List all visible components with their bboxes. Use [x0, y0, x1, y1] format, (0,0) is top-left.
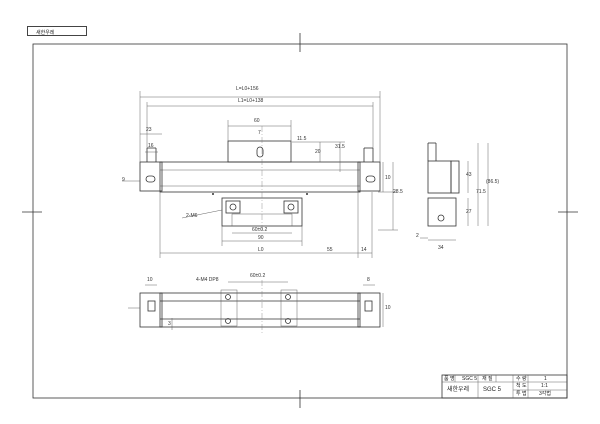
dim-23: 23 — [146, 127, 152, 133]
dim-10: 10 — [385, 175, 391, 181]
tb-qty-header: 수 량 — [516, 376, 527, 382]
dim-l1-total: L1=L0+138 — [238, 98, 264, 104]
dim-8: 8 — [367, 277, 370, 283]
dim-9: 9 — [122, 177, 125, 183]
tb-name-value: SGC 5 — [462, 376, 478, 382]
tb-scale-header: 척 도 — [516, 383, 527, 389]
dim-20: 20 — [315, 149, 321, 155]
dim-2-m6: 2-M6 — [186, 213, 198, 219]
front-slot — [256, 146, 264, 158]
top-left-end — [139, 292, 163, 328]
tb-scale-value: 1:1 — [541, 383, 548, 389]
front-right-bracket — [357, 161, 381, 192]
dim-90: 90 — [258, 235, 264, 241]
dim-31-5: 31.5 — [335, 144, 345, 150]
dim-10-top-right: 10 — [385, 305, 391, 311]
drawing-id-tag: 새한우레 — [27, 26, 87, 36]
tb-company: 새한우레 — [447, 387, 470, 393]
front-right-slot — [365, 175, 376, 183]
top-view — [128, 280, 384, 334]
dim-7: 7 — [258, 130, 261, 136]
dim-43: 43 — [466, 172, 472, 178]
dim-14: 14 — [361, 247, 367, 253]
dim-10-top-left: 10 — [147, 277, 153, 283]
dim-86-5: (86.5) — [486, 179, 500, 185]
dim-60pm: 60±0.2 — [252, 227, 268, 233]
dim-l-total: L=L0+156 — [236, 86, 259, 92]
tb-model: SGC 5 — [483, 387, 502, 393]
tb-name-header: 품 명 — [444, 376, 455, 382]
front-main-body — [159, 161, 361, 193]
front-view — [122, 91, 398, 258]
dim-11-5: 11.5 — [297, 136, 307, 142]
dim-16: 16 — [148, 143, 154, 149]
top-frame — [159, 292, 361, 328]
dim-l0: L0 — [258, 247, 264, 253]
side-view — [420, 142, 489, 241]
tb-qty-value: 1 — [544, 376, 547, 382]
front-top-block — [227, 140, 292, 163]
dim-27: 27 — [466, 209, 472, 215]
dim-4-m4: 4-M4 DP8 — [196, 277, 219, 283]
title-block-lines — [441, 374, 568, 399]
front-left-slot — [145, 175, 156, 183]
side-upper-block — [427, 160, 452, 194]
dim-34: 34 — [438, 245, 444, 251]
dim-71-5: 71.5 — [476, 189, 486, 195]
tb-material-header: 재 질 — [482, 376, 493, 382]
dim-60pm-top: 60±0.2 — [250, 273, 266, 279]
side-flange — [450, 160, 460, 194]
dim-60: 60 — [254, 118, 260, 124]
tb-method-value: 3각법 — [539, 391, 551, 397]
tb-method-header: 투 법 — [516, 391, 527, 397]
drawing-id-text: 새한우레 — [36, 30, 55, 36]
front-left-bracket — [139, 161, 163, 192]
side-lower-block — [427, 197, 457, 227]
dim-3: 3 — [168, 321, 171, 327]
dim-55: 55 — [327, 247, 333, 253]
top-right-end — [357, 292, 381, 328]
dim-2: 2 — [416, 233, 419, 239]
dim-28-5: 28.5 — [393, 189, 403, 195]
